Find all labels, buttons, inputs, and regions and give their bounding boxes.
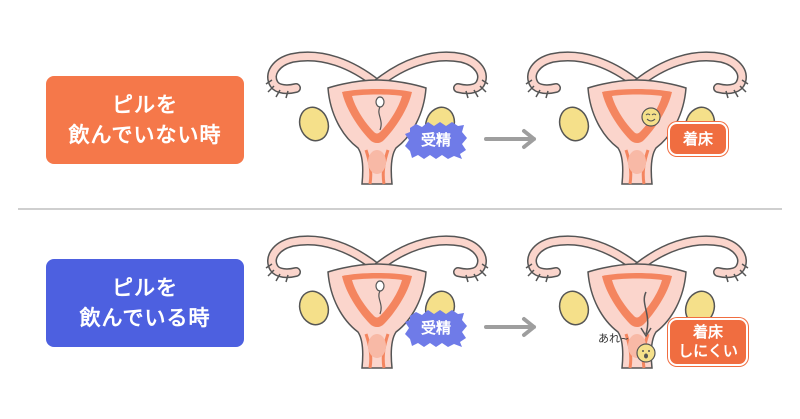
arrow-right-icon bbox=[484, 129, 536, 149]
fertilized-egg-icon bbox=[636, 343, 656, 363]
uterus-implantation-diagram bbox=[522, 44, 749, 194]
label-line-2: 飲んでいない時 bbox=[68, 123, 222, 147]
fertilization-badge: 受精 bbox=[404, 120, 468, 160]
fertilization-badge: 受精 bbox=[404, 308, 468, 348]
implantation-text-line-2: しにくい bbox=[678, 342, 738, 360]
uterus-no-implantation-diagram bbox=[522, 228, 749, 378]
fertilization-text: 受精 bbox=[420, 130, 451, 149]
implantation-difficult-badge: 着床 しにくい bbox=[668, 318, 748, 366]
fertilization-text: 受精 bbox=[420, 318, 451, 337]
fertilized-egg-icon bbox=[641, 107, 661, 127]
implantation-text: 着床 bbox=[682, 129, 713, 148]
label-line-1: ピルを bbox=[112, 276, 178, 300]
label-with-pill: ピルを 飲んでいる時 bbox=[46, 259, 244, 347]
label-without-pill: ピルを 飲んでいない時 bbox=[46, 76, 244, 164]
uterus-fertilization-diagram bbox=[262, 228, 489, 378]
confused-note: あれ~ bbox=[598, 332, 630, 345]
label-line-1: ピルを bbox=[112, 93, 178, 117]
implantation-text-line-1: 着床 bbox=[692, 323, 723, 341]
row-divider bbox=[18, 208, 782, 210]
implantation-badge: 着床 bbox=[668, 122, 728, 156]
sperm-icon bbox=[375, 96, 385, 131]
label-line-2: 飲んでいる時 bbox=[79, 306, 211, 330]
falling-arrow-icon bbox=[640, 291, 652, 338]
sperm-icon bbox=[375, 280, 385, 315]
arrow-right-icon bbox=[484, 317, 536, 337]
